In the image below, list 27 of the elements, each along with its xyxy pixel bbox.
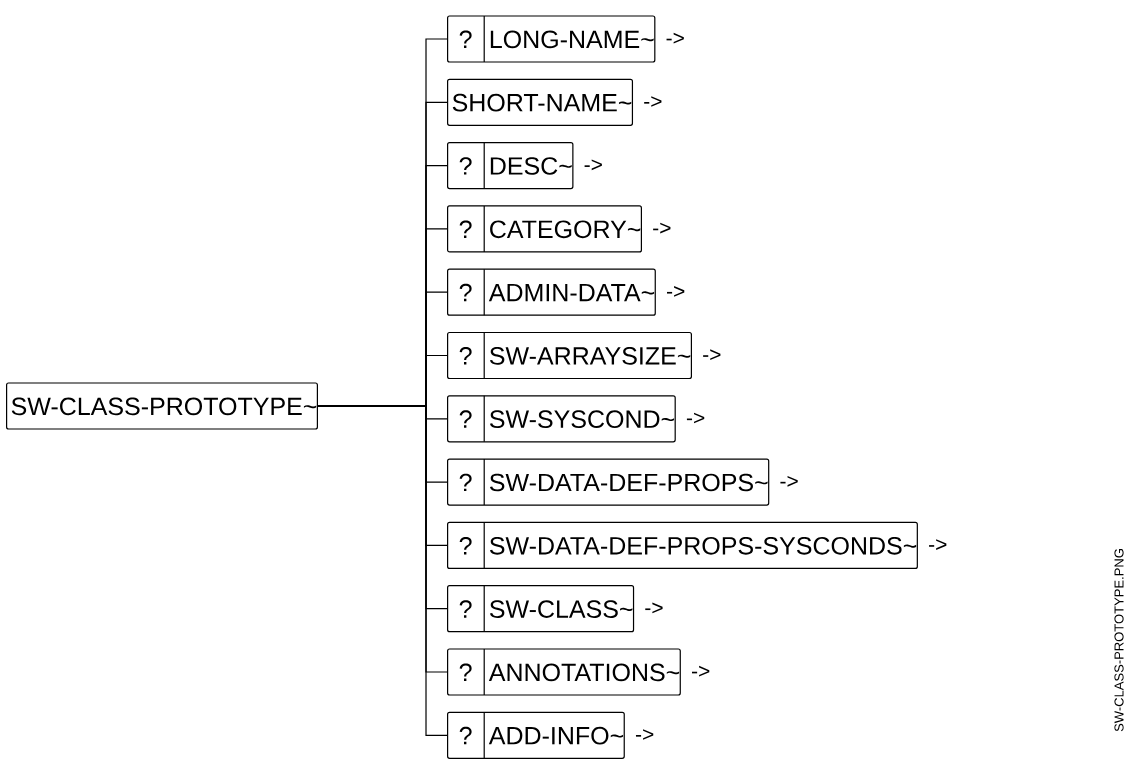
- element-box: ? SW-DATA-DEF-PROPS-SYSCONDS~: [447, 521, 918, 569]
- reference-mark: ->: [703, 349, 721, 361]
- reference-mark: ->: [692, 665, 710, 677]
- reference-mark: ->: [667, 286, 685, 297]
- reference-mark: ->: [653, 222, 671, 234]
- element-box: ? SW-ARRAYSIZE~: [447, 331, 692, 380]
- element-box: ? SW-DATA-DEF-PROPS~: [447, 458, 770, 506]
- tree-connector: [317, 405, 448, 736]
- reference-mark: ->: [644, 96, 662, 107]
- element-box: ? CATEGORY~: [447, 205, 642, 253]
- element-box: ? ANNOTATIONS~: [447, 648, 681, 696]
- reference-mark: ->: [635, 729, 654, 740]
- element-box: ? SW-SYSCOND~: [447, 395, 676, 443]
- reference-mark: ->: [666, 32, 684, 44]
- element-box: ? LONG-NAME~: [447, 15, 656, 63]
- reference-mark: ->: [686, 412, 705, 424]
- reference-mark: ->: [645, 602, 663, 614]
- reference-mark: ->: [780, 475, 798, 487]
- element-box: ? DESC~: [447, 142, 574, 190]
- element-box: SW-CLASS-PROTOTYPE~: [6, 382, 318, 430]
- reference-mark: ->: [929, 539, 947, 550]
- file-name: SW-CLASS-PROTOTYPE.PNG: [1114, 549, 1124, 732]
- element-box: SHORT-NAME~: [447, 78, 634, 126]
- reference-mark: ->: [584, 159, 602, 171]
- element-box: ? ADD-INFO~: [447, 711, 625, 759]
- element-box: ? ADMIN-DATA~: [447, 268, 656, 316]
- element-box: ? SW-CLASS~: [447, 585, 635, 633]
